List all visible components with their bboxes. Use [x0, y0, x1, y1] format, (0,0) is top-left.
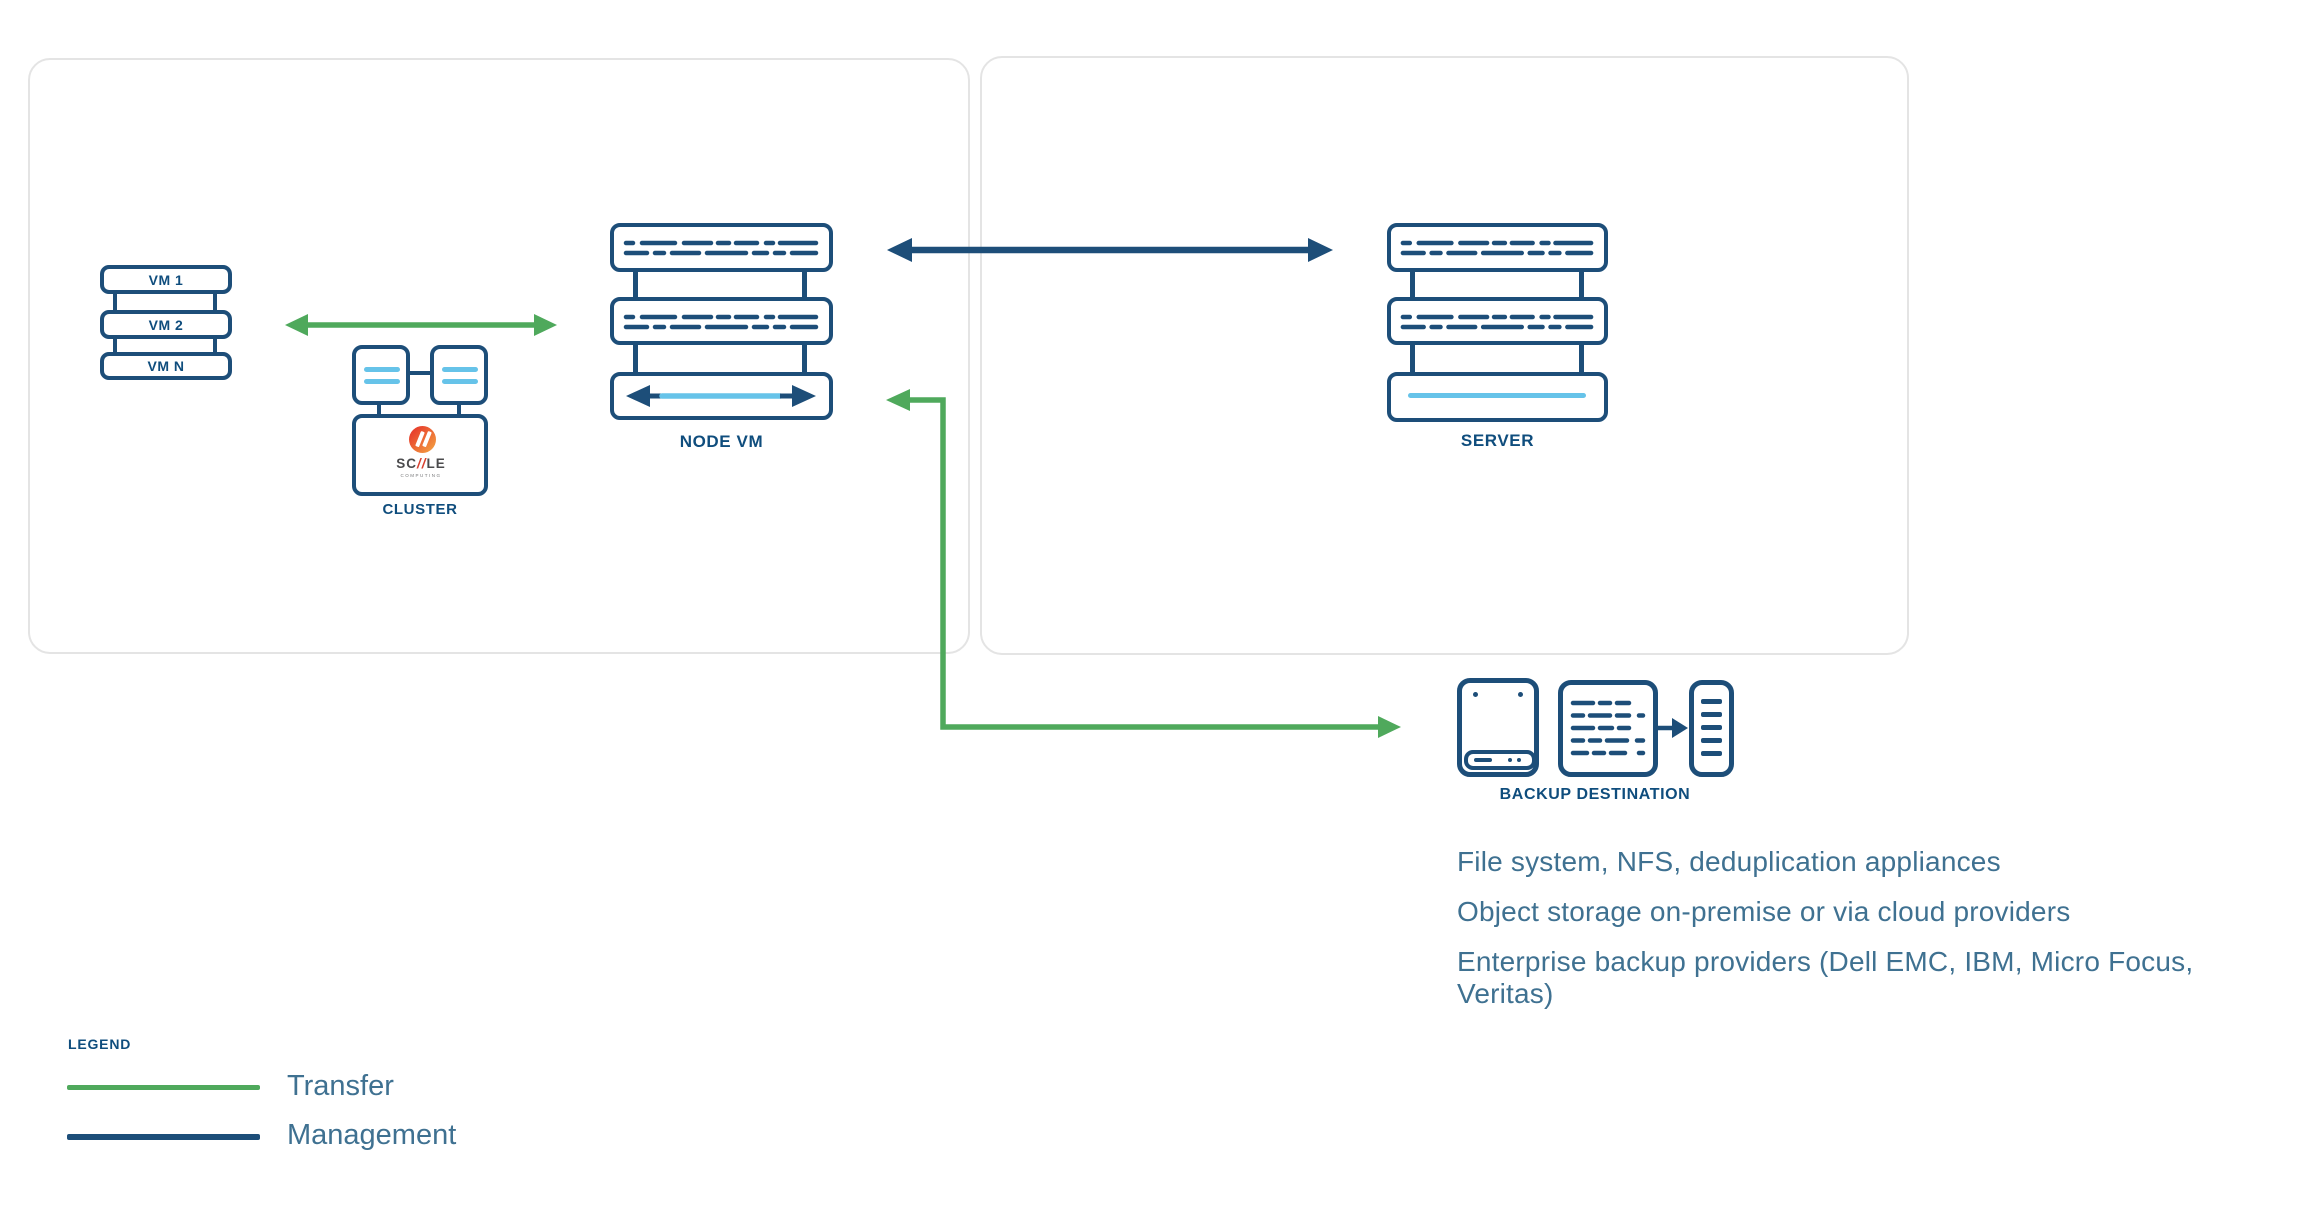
- server-label: SERVER: [1460, 431, 1535, 450]
- legend-transfer-label: Transfer: [287, 1070, 394, 1102]
- legend-transfer-line: [67, 1085, 260, 1090]
- cluster-node-link: [377, 402, 381, 416]
- server-slab-3: [1387, 372, 1608, 422]
- dedup-to-archive-arrow: [1658, 718, 1688, 738]
- node-vm-slab-2: [610, 297, 833, 345]
- node-vm-slab-1: [610, 223, 833, 272]
- archive-unit-icon: [1689, 680, 1734, 777]
- transfer-elbow-arrow: [886, 389, 1401, 738]
- cluster-node-link: [457, 402, 461, 416]
- scale-computing-logo-icon: [409, 426, 436, 453]
- cluster-node-right: [430, 345, 488, 405]
- server-slab-2: [1387, 297, 1608, 345]
- cluster-label: CLUSTER: [382, 501, 458, 518]
- cluster-base-box: SC//LE COMPUTING: [352, 414, 488, 496]
- node-vm-slab-transfer: [610, 372, 833, 420]
- node-vm-label: NODE VM: [679, 432, 764, 451]
- cluster-node-link: [406, 371, 434, 375]
- legend-management-label: Management: [287, 1119, 457, 1151]
- vm2-slab: VM 2: [100, 310, 232, 339]
- nas-appliance-icon: [1457, 678, 1539, 777]
- vm1-label: VM 1: [148, 271, 184, 288]
- scale-logo-wordmark: SC//LE: [396, 456, 446, 471]
- vmn-label: VM N: [147, 358, 185, 374]
- destination-panel: [980, 56, 1909, 655]
- legend-title: LEGEND: [68, 1036, 132, 1052]
- vmn-slab: VM N: [100, 352, 232, 380]
- scale-logo-subtext: COMPUTING: [400, 473, 442, 478]
- backup-note-2: Object storage on-premise or via cloud p…: [1457, 896, 2071, 927]
- legend-management-line: [67, 1134, 260, 1140]
- vm2-label: VM 2: [148, 316, 184, 333]
- backup-note-1: File system, NFS, deduplication applianc…: [1457, 846, 2001, 877]
- dedup-storage-icon: [1558, 680, 1658, 777]
- backup-destination-label: BACKUP DESTINATION: [1499, 786, 1691, 803]
- management-arrow: [887, 238, 1333, 262]
- backup-note-3: Enterprise backup providers (Dell EMC, I…: [1457, 946, 2194, 1009]
- cluster-node-left: [352, 345, 410, 405]
- server-slab-1: [1387, 223, 1608, 272]
- vm1-slab: VM 1: [100, 265, 232, 294]
- transfer-arrow-vm-node: [285, 314, 557, 336]
